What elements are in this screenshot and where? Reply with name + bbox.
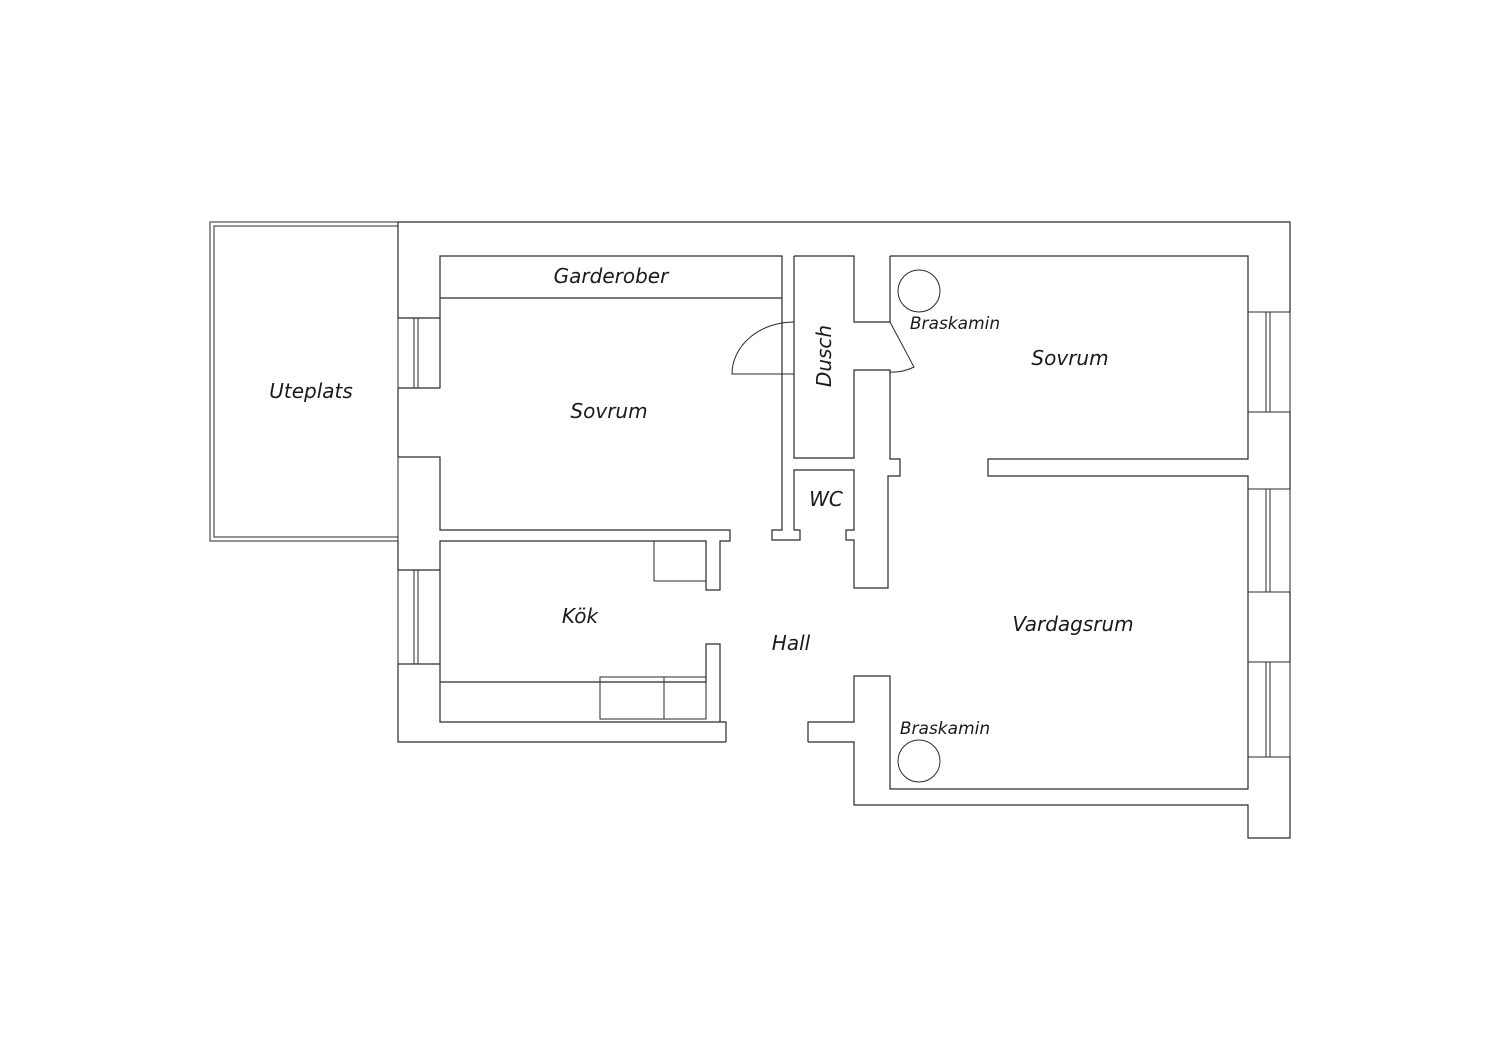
label-sovrum-right: Sovrum xyxy=(1031,346,1108,370)
bathroom-walls xyxy=(771,255,901,589)
label-garderober: Garderober xyxy=(554,264,670,288)
dusch-door xyxy=(731,321,795,375)
braskamin-bottom-circle xyxy=(897,739,941,783)
outer-wall xyxy=(397,221,1291,839)
label-uteplats: Uteplats xyxy=(269,379,353,403)
label-wc: WC xyxy=(809,487,843,511)
braskamin-top-circle xyxy=(897,269,941,313)
inner-wall-left xyxy=(398,255,783,742)
label-sovrum-left: Sovrum xyxy=(570,399,647,423)
bedroom-door xyxy=(889,321,915,373)
label-hall: Hall xyxy=(772,631,811,655)
label-braskamin-bottom: Braskamin xyxy=(900,719,990,739)
kitchen-counters xyxy=(599,541,707,720)
right-rooms-walls xyxy=(807,255,1249,790)
label-vardagsrum: Vardagsrum xyxy=(1012,612,1133,636)
label-braskamin-top: Braskamin xyxy=(910,314,1000,334)
label-kok: Kök xyxy=(562,604,600,628)
windows xyxy=(397,311,1291,758)
label-dusch: Dusch xyxy=(812,325,836,387)
